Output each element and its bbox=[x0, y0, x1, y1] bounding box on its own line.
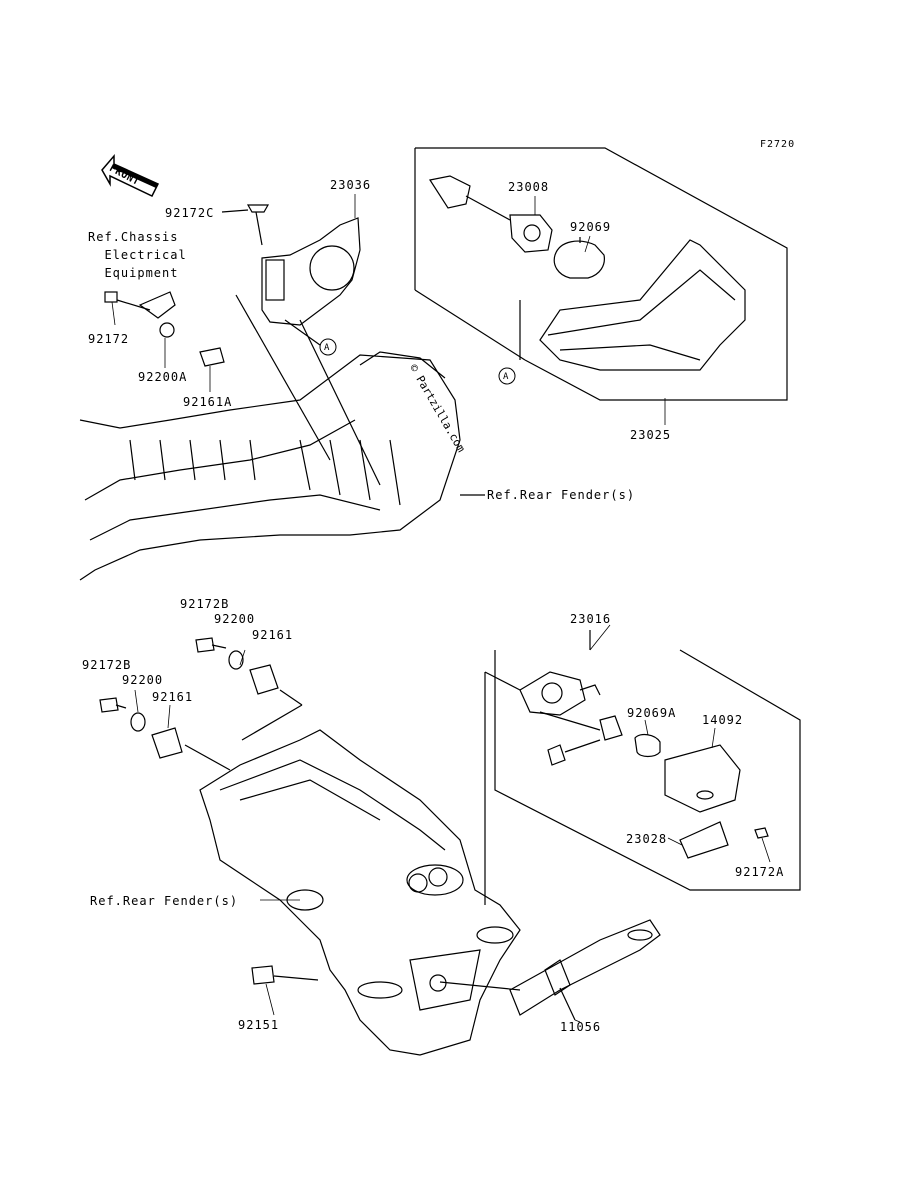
ref-rear-fender-bottom: Ref.Rear Fender(s) bbox=[90, 894, 239, 908]
part-92069: 92069 bbox=[570, 220, 612, 234]
bolts-lower bbox=[99, 637, 303, 771]
socket-23008 bbox=[429, 175, 553, 253]
screw-92172C bbox=[221, 204, 270, 246]
part-23028: 23028 bbox=[626, 832, 668, 846]
bulb-92069 bbox=[553, 237, 605, 279]
license-lamp-housing bbox=[519, 671, 769, 859]
part-23016: 23016 bbox=[570, 612, 612, 626]
part-11056: 11056 bbox=[560, 1020, 602, 1034]
part-92172A: 92172A bbox=[735, 865, 785, 879]
rear-fender-top bbox=[79, 351, 485, 581]
part-23008: 23008 bbox=[508, 180, 550, 194]
license-lamp-box bbox=[484, 630, 801, 905]
part-92151: 92151 bbox=[238, 1018, 280, 1032]
part-92172B-left: 92172B bbox=[82, 658, 132, 672]
front-arrow-icon bbox=[101, 153, 160, 197]
tail-lamp-box bbox=[414, 147, 788, 401]
part-92200-top: 92200 bbox=[214, 612, 256, 626]
clamp-group-top bbox=[104, 291, 331, 461]
part-92161-top: 92161 bbox=[252, 628, 294, 642]
part-92161-left: 92161 bbox=[152, 690, 194, 704]
tail-lamp-lens bbox=[539, 239, 746, 371]
ref-chassis-electrical: Ref.Chassis Electrical Equipment bbox=[88, 230, 187, 280]
part-92172C: 92172C bbox=[165, 206, 215, 220]
part-92069A: 92069A bbox=[627, 706, 677, 720]
part-92161A: 92161A bbox=[183, 395, 233, 409]
part-92200-left: 92200 bbox=[122, 673, 164, 687]
bracket-23036 bbox=[261, 217, 381, 486]
part-92200A: 92200A bbox=[138, 370, 188, 384]
callout-a-right: A bbox=[503, 372, 509, 382]
diagram-code: F2720 bbox=[760, 139, 796, 150]
license-bracket bbox=[199, 729, 521, 1056]
leader-lines bbox=[111, 194, 771, 1023]
part-14092: 14092 bbox=[702, 713, 744, 727]
part-92172B-top: 92172B bbox=[180, 597, 230, 611]
ref-rear-fender-top: Ref.Rear Fender(s) bbox=[487, 488, 636, 502]
part-92172: 92172 bbox=[88, 332, 130, 346]
bracket-11056 bbox=[439, 919, 661, 1021]
bolt-92151 bbox=[251, 965, 319, 985]
callout-a-top: A bbox=[324, 343, 330, 353]
part-23036: 23036 bbox=[330, 178, 372, 192]
part-23025: 23025 bbox=[630, 428, 672, 442]
